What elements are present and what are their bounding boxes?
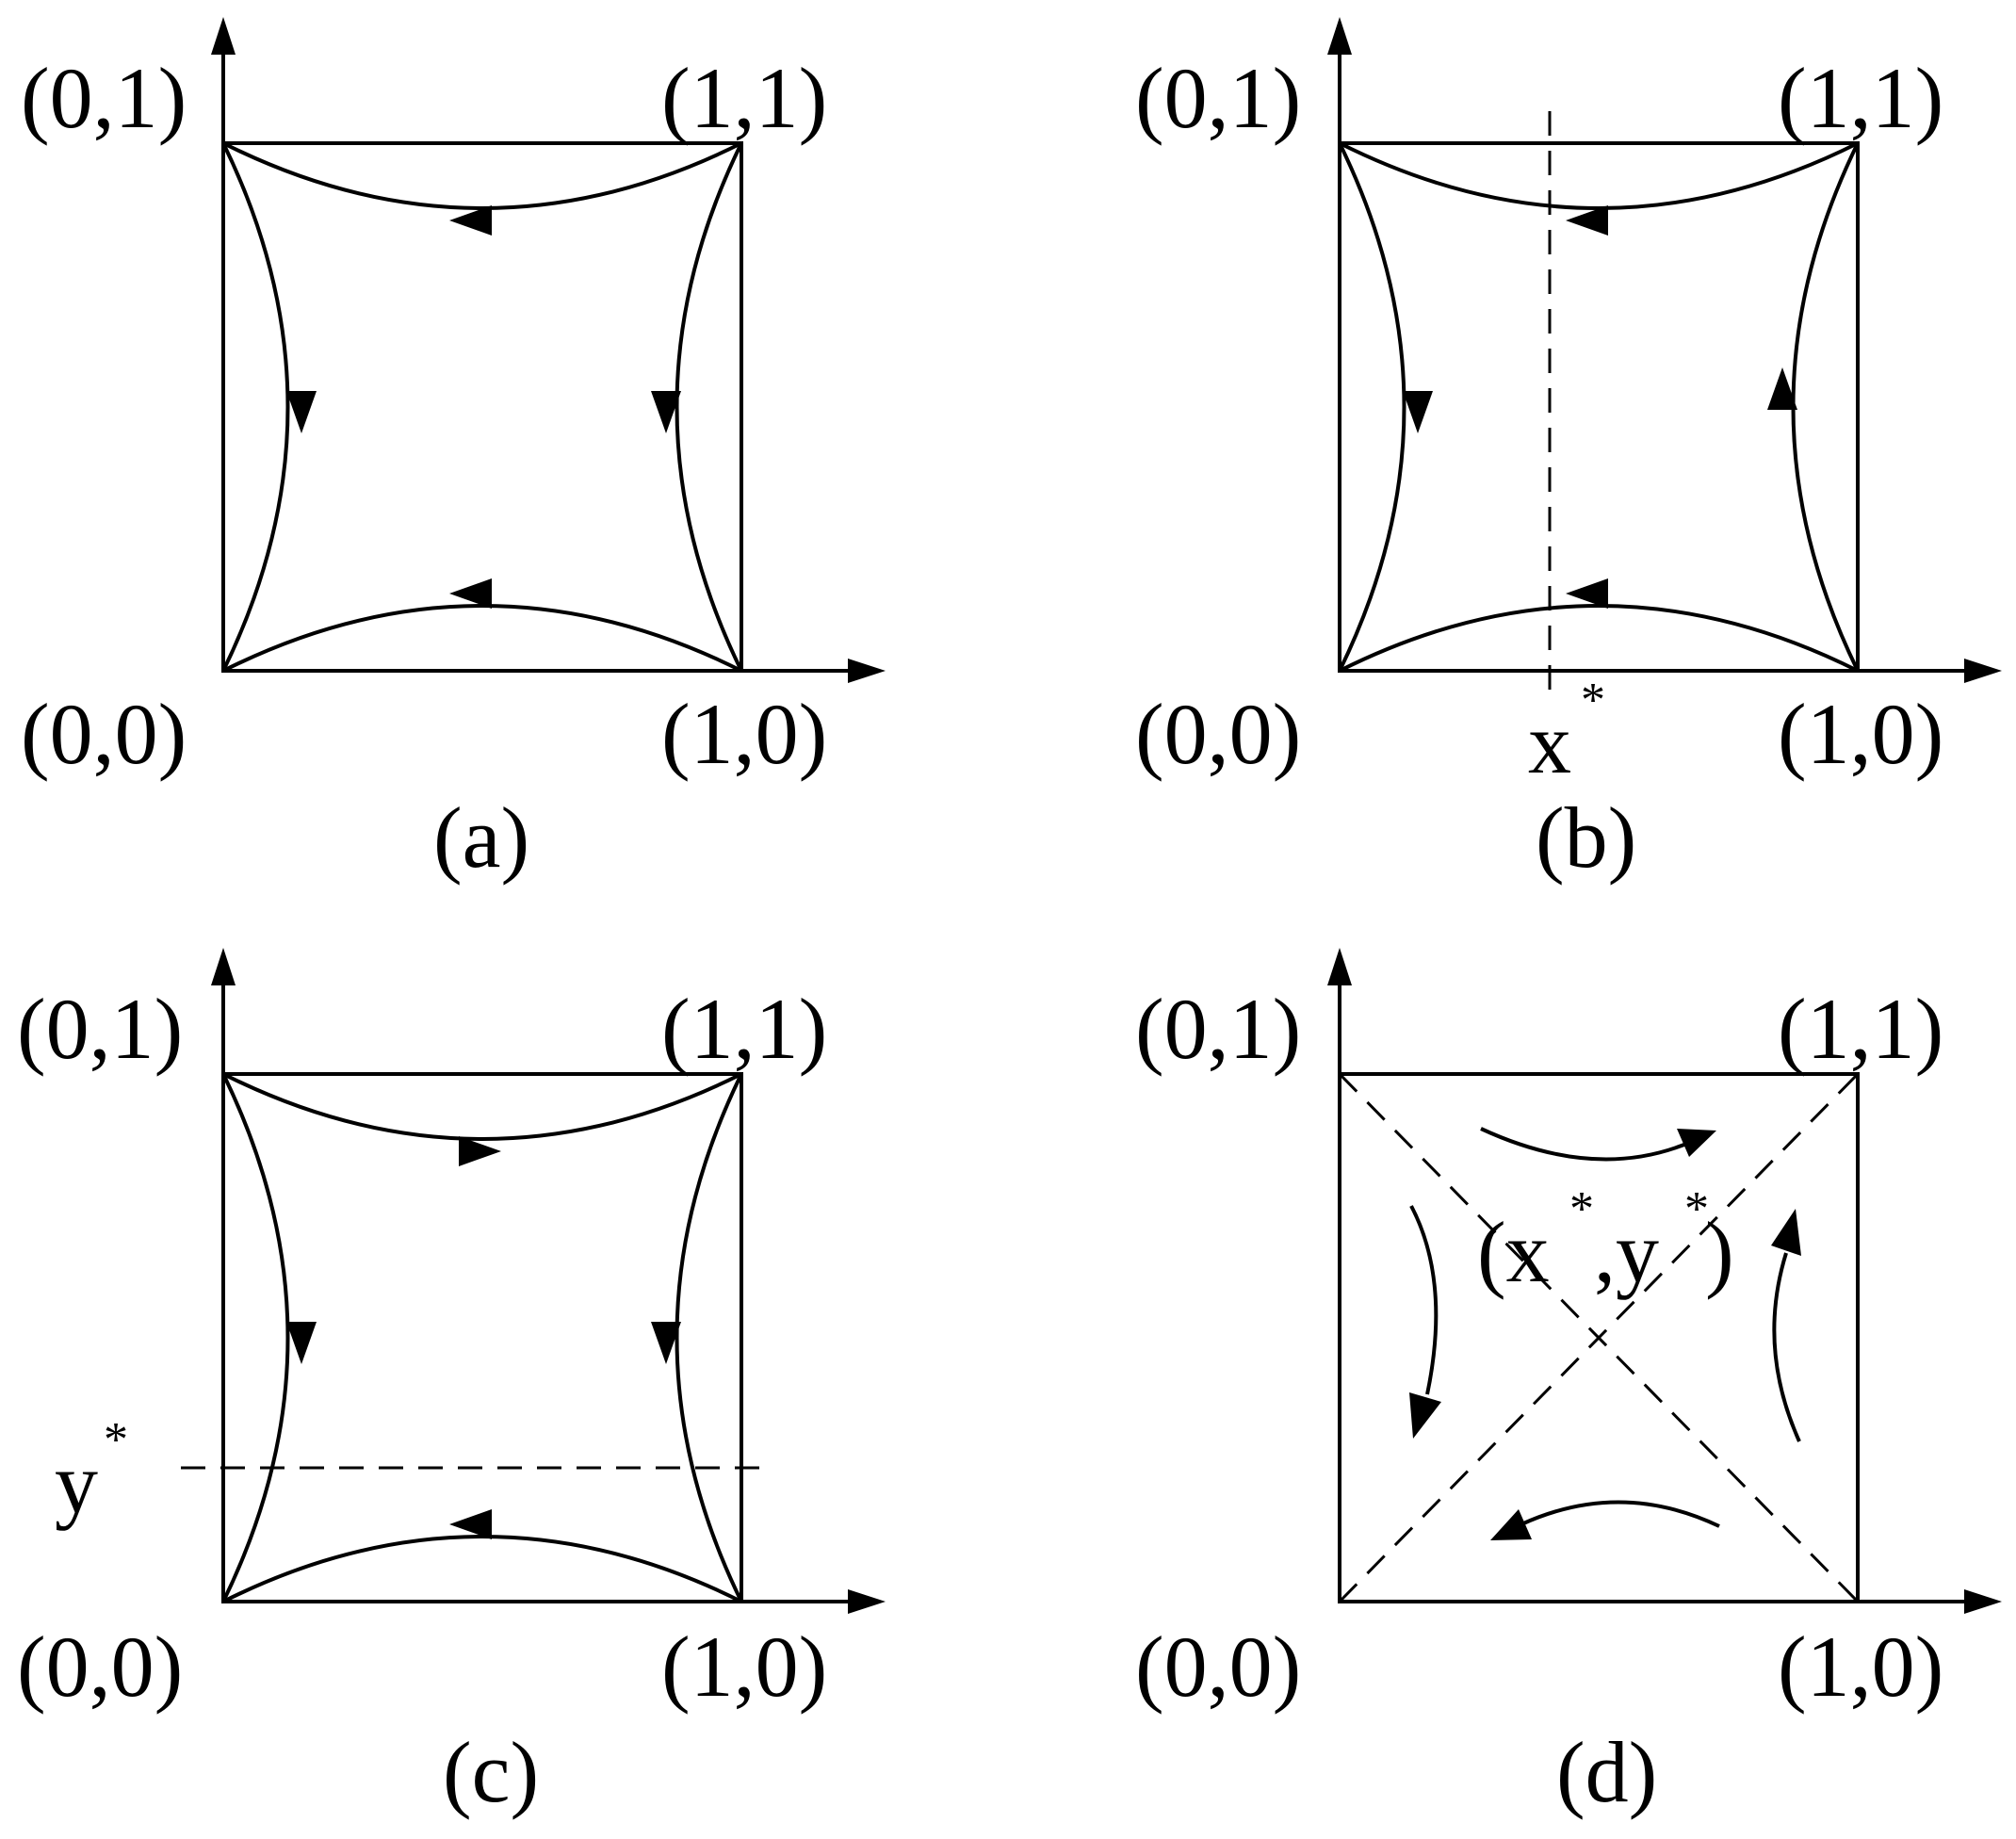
panel-caption: (c): [443, 1724, 539, 1820]
x-star-label: x: [1528, 695, 1571, 791]
trajectory-top: [222, 1072, 742, 1141]
x-axis-arrowhead: [848, 1589, 886, 1614]
unit-square: [1338, 1072, 1860, 1603]
panel-a: (0,1) (1,1) (0,0) (1,0) (a): [21, 17, 886, 886]
corner-label-tl: (0,1): [21, 50, 187, 146]
trajectory-right: [1791, 142, 1860, 672]
x-axis-arrowhead: [848, 659, 886, 683]
arrowhead-bottom-left: [449, 1509, 492, 1539]
arrowhead-left-down: [1403, 391, 1433, 433]
arrowhead-left-down: [286, 1322, 317, 1364]
corner-label-br: (1,0): [661, 686, 827, 782]
y-axis-arrowhead: [1327, 17, 1352, 55]
arrowhead-right-down: [651, 1322, 681, 1364]
trajectory-right: [675, 1073, 743, 1603]
equilibrium-open: (x: [1477, 1204, 1550, 1300]
arrowhead-right-up: [1767, 367, 1797, 410]
corner-label-tl: (0,1): [1135, 981, 1301, 1077]
corner-label-tl: (0,1): [1135, 50, 1301, 146]
arrowhead-top-left: [449, 205, 492, 236]
corner-label-br: (1,0): [661, 1619, 827, 1715]
trajectory-bottom: [222, 1535, 742, 1603]
panel-d: (0,1) (1,1) (0,0) (1,0) (x * ,y * ) (d): [1135, 948, 2002, 1820]
circulation-arrow-right: [1772, 1252, 1801, 1442]
arrowhead-bottom-left: [1566, 578, 1608, 609]
equilibrium-mid: ,y: [1594, 1204, 1659, 1300]
x-axis-arrowhead: [1964, 1589, 2002, 1614]
panel-caption: (a): [433, 789, 529, 886]
corner-label-bl: (0,0): [1135, 686, 1301, 782]
corner-label-tr: (1,1): [1778, 981, 1943, 1077]
anti-diagonal-dashed-line: [1338, 1072, 1860, 1603]
equilibrium-sup-x: *: [1569, 1182, 1594, 1236]
trajectory-bottom: [222, 604, 742, 673]
corner-label-br: (1,0): [1778, 1619, 1943, 1715]
x-axis-arrowhead: [1964, 659, 2002, 683]
arrowhead-bottom-left: [449, 578, 492, 609]
corner-label-bl: (0,0): [17, 1619, 183, 1715]
circulation-arrowhead-bottom: [1490, 1509, 1532, 1540]
equilibrium-close: ): [1705, 1204, 1734, 1300]
corner-label-tr: (1,1): [661, 981, 827, 1077]
corner-label-tr: (1,1): [661, 50, 827, 146]
y-star-label: y: [55, 1435, 98, 1531]
corner-label-bl: (0,0): [21, 686, 187, 782]
trajectory-bottom: [1339, 604, 1859, 673]
trajectory-top: [222, 141, 742, 210]
unit-square: [1338, 141, 1860, 673]
corner-label-tr: (1,1): [1778, 50, 1943, 146]
arrowhead-left-down: [286, 391, 317, 433]
circulation-arrow-top: [1480, 1127, 1692, 1162]
arrowhead-top-right: [459, 1136, 501, 1166]
trajectory-left: [221, 142, 290, 672]
equilibrium-label: (x * ,y * ): [1477, 1182, 1734, 1300]
panel-b: (0,1) (1,1) (0,0) (1,0) x * (b): [1135, 17, 2002, 886]
panel-caption: (d): [1556, 1724, 1657, 1820]
circulation-arrowhead-right: [1771, 1209, 1801, 1256]
trajectory-right: [675, 142, 743, 672]
unit-square: [221, 1072, 743, 1603]
trajectory-left: [1338, 142, 1406, 672]
panel-caption: (b): [1536, 789, 1636, 886]
circulation-arrow-left: [1409, 1205, 1439, 1395]
panel-c: (0,1) (1,1) (0,0) (1,0) y * (c): [17, 948, 886, 1820]
equilibrium-sup-y: *: [1684, 1182, 1709, 1236]
arrowhead-top-left: [1566, 205, 1608, 236]
y-star-superscript: *: [104, 1413, 128, 1467]
circulation-arrow-bottom: [1520, 1500, 1720, 1528]
trajectory-left: [221, 1073, 290, 1603]
corner-label-br: (1,0): [1778, 686, 1943, 782]
y-axis-arrowhead: [1327, 948, 1352, 985]
corner-label-tl: (0,1): [17, 981, 183, 1077]
trajectory-top: [1339, 141, 1859, 210]
y-axis-arrowhead: [211, 948, 236, 985]
circulation-arrowhead-left: [1409, 1392, 1441, 1439]
corner-label-bl: (0,0): [1135, 1619, 1301, 1715]
y-axis-arrowhead: [211, 17, 236, 55]
unit-square: [221, 141, 743, 673]
x-star-superscript: *: [1581, 674, 1605, 727]
circulation-arrowhead-top: [1677, 1129, 1716, 1157]
arrowhead-right-down: [651, 391, 681, 433]
